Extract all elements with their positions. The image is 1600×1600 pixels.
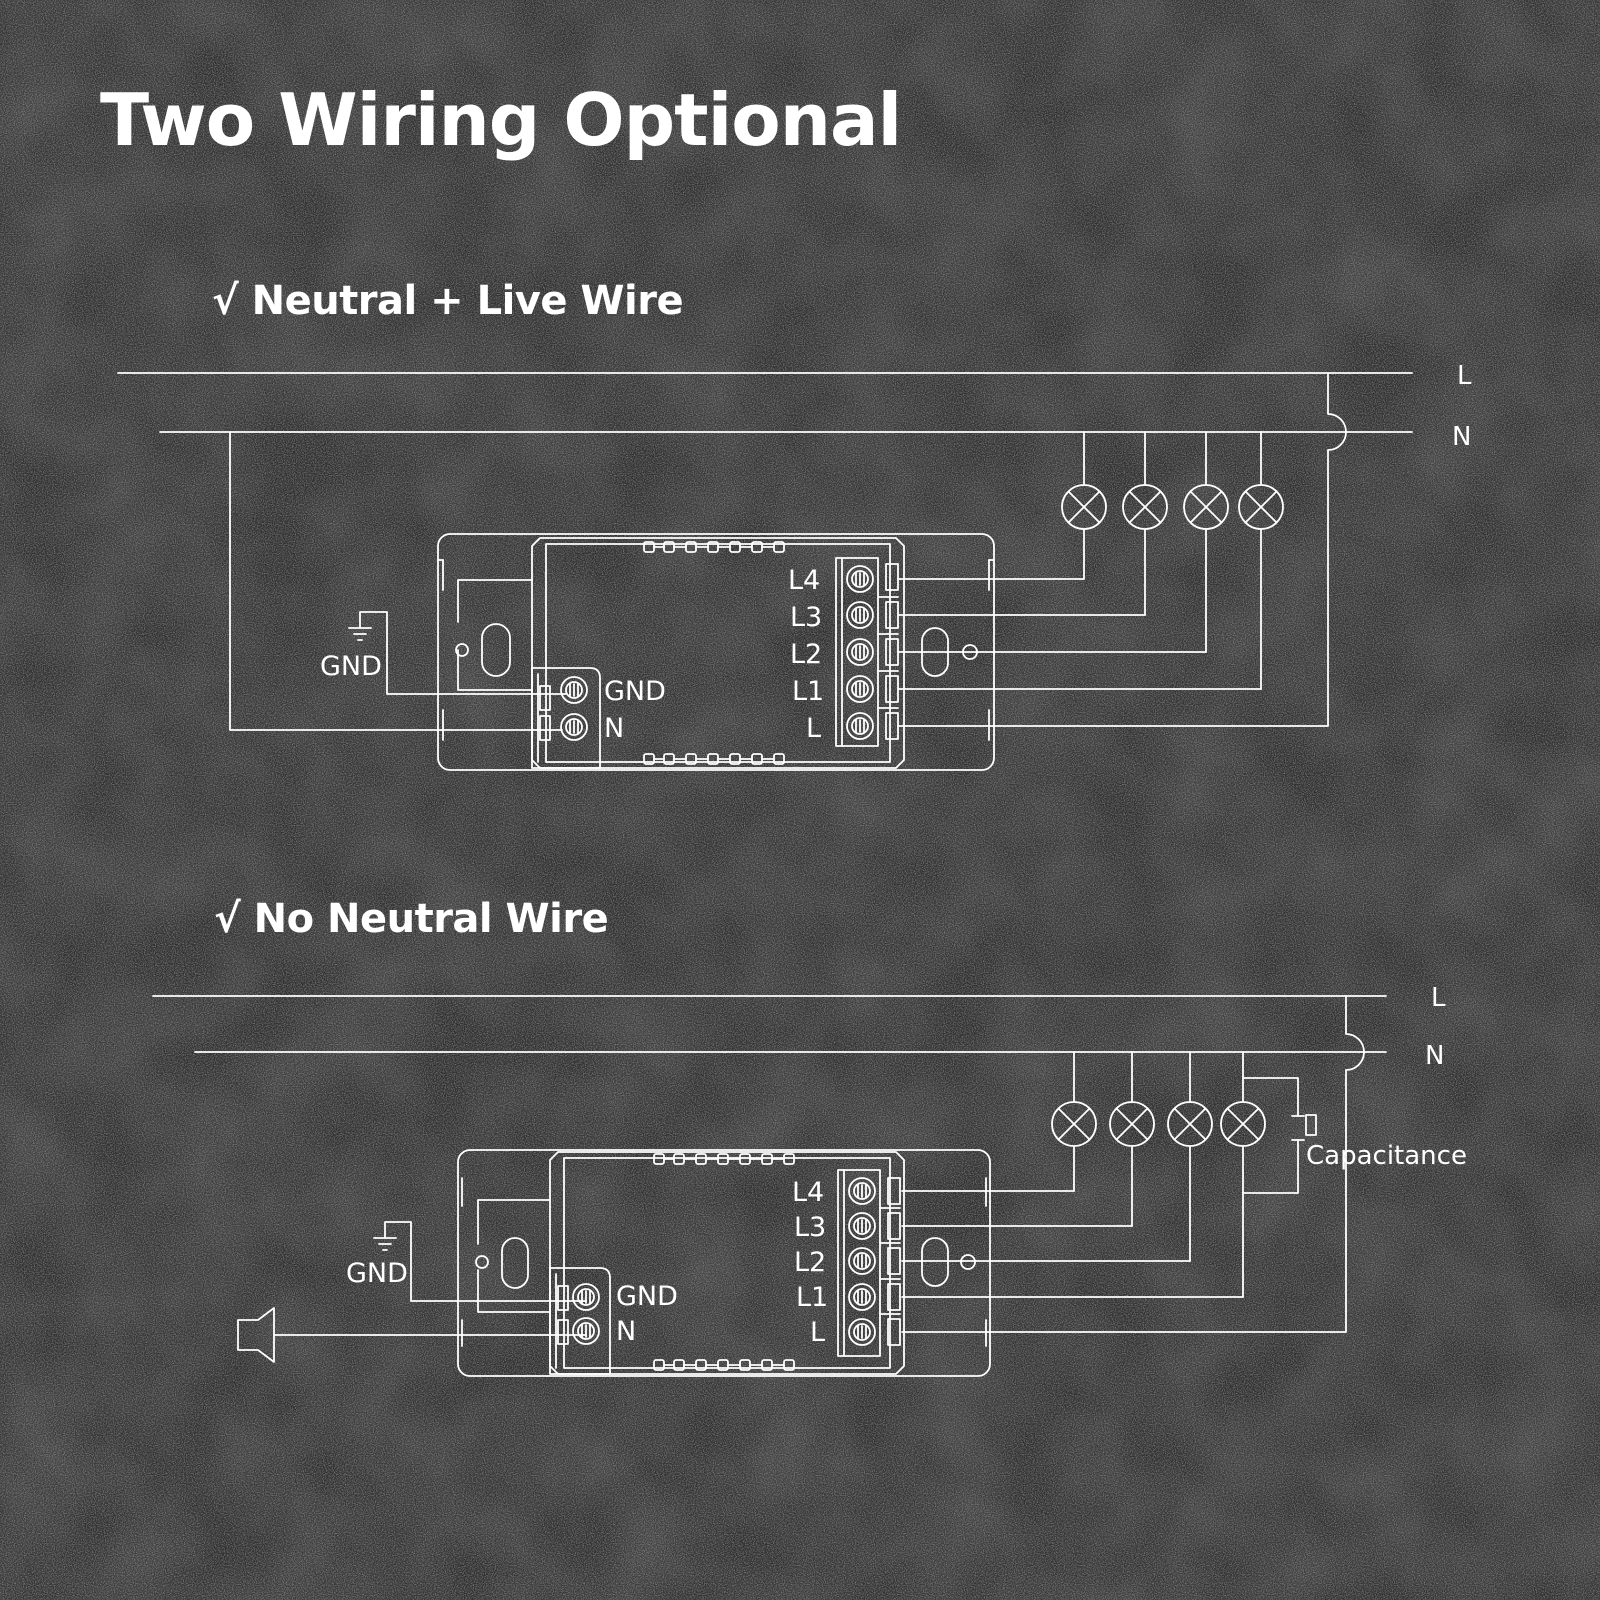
lamp-icon <box>1123 432 1167 615</box>
capacitor-wire <box>1243 1078 1298 1193</box>
lamp-icon <box>1221 1052 1265 1297</box>
terminal-label-l2: L2 <box>794 1247 826 1278</box>
terminal-label-gnd: GND <box>616 1281 678 1312</box>
lamp-icon <box>1184 432 1228 652</box>
section-heading-neutral-live: √ Neutral + Live Wire <box>212 278 684 324</box>
terminal-label-gnd: GND <box>604 676 666 707</box>
terminal-label-l: L <box>806 713 821 744</box>
capacitor-icon <box>1292 1115 1316 1140</box>
terminal-screw <box>561 714 587 740</box>
live-drop-wire <box>898 373 1346 726</box>
terminal-screw <box>847 639 873 665</box>
live-bus-label: L <box>1431 983 1446 1013</box>
ground-label: GND <box>346 1258 408 1289</box>
terminal-screw <box>849 1213 875 1239</box>
live-drop-wire <box>902 996 1364 1332</box>
terminal-screw <box>847 602 873 628</box>
capacitor-label: Capacitance <box>1306 1141 1467 1171</box>
terminal-screw <box>573 1284 599 1310</box>
terminal-label-n: N <box>604 713 624 744</box>
terminal-screw <box>561 677 587 703</box>
neutral-bus-label: N <box>1452 422 1471 452</box>
terminal-screw <box>849 1178 875 1204</box>
terminal-screw <box>847 713 873 739</box>
diagram-no-neutral <box>153 996 1386 1376</box>
switch-module <box>458 1150 990 1376</box>
terminal-screw <box>849 1248 875 1274</box>
terminal-label-n: N <box>616 1316 636 1347</box>
neutral-bus-label: N <box>1425 1041 1444 1071</box>
lamp-icon <box>1239 432 1283 689</box>
terminal-label-l: L <box>810 1317 825 1348</box>
terminal-screw <box>847 676 873 702</box>
lamp-icon <box>1062 432 1106 579</box>
lamp-icon <box>1110 1052 1154 1226</box>
speaker-load-icon <box>238 1308 274 1362</box>
lamp-icon <box>1052 1052 1096 1191</box>
terminal-label-l1: L1 <box>796 1282 828 1313</box>
terminal-label-l2: L2 <box>790 639 822 670</box>
neutral-to-module-wire <box>230 432 562 730</box>
terminal-label-l4: L4 <box>792 1177 824 1208</box>
terminal-screw <box>847 566 873 592</box>
page-title: Two Wiring Optional <box>100 78 902 162</box>
ground-label: GND <box>320 651 382 682</box>
diagram-neutral-live <box>118 373 1412 770</box>
section-heading-no-neutral: √ No Neutral Wire <box>214 896 609 942</box>
terminal-label-l3: L3 <box>794 1212 826 1243</box>
lamp-icon <box>1168 1052 1212 1261</box>
terminal-label-l4: L4 <box>788 565 820 596</box>
terminal-screw <box>573 1318 599 1344</box>
switch-module <box>438 534 994 770</box>
terminal-label-l1: L1 <box>792 676 824 707</box>
terminal-screw <box>849 1319 875 1345</box>
terminal-label-l3: L3 <box>790 602 822 633</box>
ground-wire <box>360 612 566 694</box>
terminal-screw <box>849 1284 875 1310</box>
ground-icon <box>349 628 371 640</box>
ground-icon <box>374 1238 396 1250</box>
live-bus-label: L <box>1457 361 1472 391</box>
